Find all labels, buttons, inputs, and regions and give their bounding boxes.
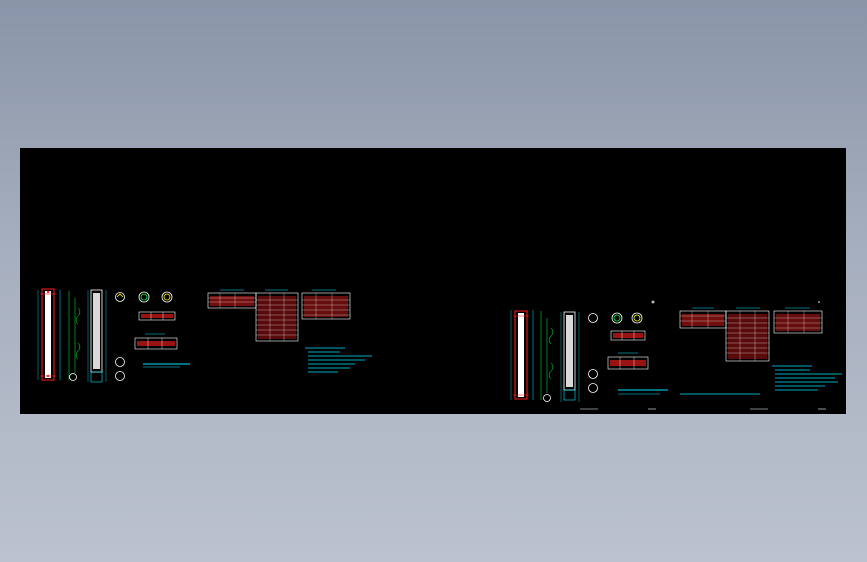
notes-block-right bbox=[772, 365, 842, 391]
rebar-cage-left bbox=[87, 289, 107, 383]
sheet-right bbox=[510, 300, 842, 410]
dimension-lines-right bbox=[540, 311, 554, 400]
section-table-left-b bbox=[134, 333, 178, 350]
cad-drawing bbox=[37, 288, 842, 410]
section-table-left-a bbox=[138, 311, 176, 321]
notes-block-left bbox=[305, 347, 372, 373]
section-table-right-a bbox=[610, 330, 646, 341]
note-line-right bbox=[618, 389, 760, 395]
detail-callouts-left bbox=[69, 291, 173, 381]
rebar-cage-right bbox=[560, 311, 580, 402]
section-table-right-b bbox=[607, 352, 649, 370]
quantity-table-left-3 bbox=[301, 289, 351, 320]
sheet-left bbox=[37, 288, 372, 383]
dimension-lines-left bbox=[68, 291, 81, 380]
pile-elevation-right bbox=[510, 310, 534, 400]
detail-callouts-right bbox=[543, 300, 655, 402]
cad-drawing-canvas[interactable] bbox=[20, 148, 846, 414]
pile-elevation-left bbox=[37, 288, 61, 381]
quantity-table-right-3 bbox=[773, 301, 823, 334]
note-line-left bbox=[143, 363, 190, 368]
quantity-table-left-1 bbox=[207, 289, 257, 309]
quantity-table-left-2 bbox=[255, 289, 299, 342]
quantity-table-right-1 bbox=[679, 307, 727, 329]
quantity-table-right-2 bbox=[725, 307, 770, 362]
